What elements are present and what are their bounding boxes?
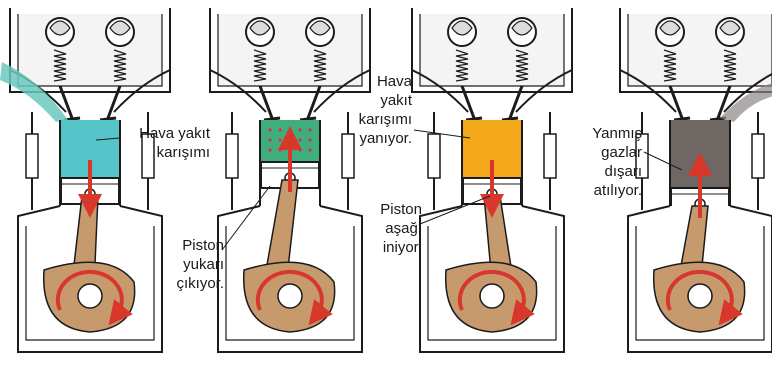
water-jacket [26,134,38,178]
label-intake-mixture: Hava yakıt karışımı [118,124,210,162]
fuel-droplet [278,138,281,141]
label-piston-down: Piston aşağı iniyor. [360,200,422,257]
crankshaft-journal [480,284,504,308]
cylinder-head-inner [628,14,772,86]
fuel-droplet [308,128,311,131]
engine-stage-power [412,8,572,352]
water-jacket [752,134,764,178]
label-line: Yanmış [570,124,642,143]
fuel-droplet [298,128,301,131]
label-mixture-burning: Hava yakıt karışımı yanıyor. [352,72,412,148]
crankshaft-journal [688,284,712,308]
label-line: yakıt [352,91,412,110]
fuel-droplet [268,138,271,141]
fuel-droplet [308,148,311,151]
label-line: gazlar [570,143,642,162]
cylinder-head-inner [218,14,362,86]
valve-stem [510,86,522,118]
label-line: aşağı [360,219,422,238]
cylinder-head-inner [18,14,162,86]
label-line: Hava yakıt [118,124,210,143]
fuel-droplet [268,148,271,151]
label-line: çıkıyor. [140,274,224,293]
valve-stem [260,86,272,118]
engine-stage-compression [210,8,370,352]
label-line: karışımı [352,110,412,129]
label-piston-up: Piston yukarı çıkıyor. [140,236,224,293]
valve-head [466,118,482,120]
valve-head [502,118,518,120]
label-line: Piston [140,236,224,255]
label-line: karışımı [118,143,210,162]
fuel-droplet [288,128,291,131]
water-jacket [428,134,440,178]
engine-stage-intake [0,8,170,352]
valve-head [300,118,316,120]
fuel-droplet [268,128,271,131]
valve-stem [462,86,474,118]
fuel-droplet [298,148,301,151]
cylinder-head-inner [420,14,564,86]
label-line: iniyor. [360,238,422,257]
label-line: Hava [352,72,412,91]
valve-head [674,118,690,120]
engine-stage-exhaust [620,8,772,352]
fuel-droplet [278,128,281,131]
water-jacket [544,134,556,178]
label-line: dışarı [570,162,642,181]
valve-head [100,118,116,120]
fuel-droplet [298,138,301,141]
valve-stem [108,86,120,118]
label-line: Piston [360,200,422,219]
crankshaft-journal [78,284,102,308]
label-line: atılıyor. [570,181,642,200]
valve-head [264,118,280,120]
label-line: yanıyor. [352,129,412,148]
valve-stem [670,86,682,118]
crankshaft-journal [278,284,302,308]
fuel-droplet [308,138,311,141]
label-exhaust-gases: Yanmış gazlar dışarı atılıyor. [570,124,642,200]
fuel-droplet [278,148,281,151]
water-jacket [226,134,238,178]
label-line: yukarı [140,255,224,274]
valve-stem [308,86,320,118]
